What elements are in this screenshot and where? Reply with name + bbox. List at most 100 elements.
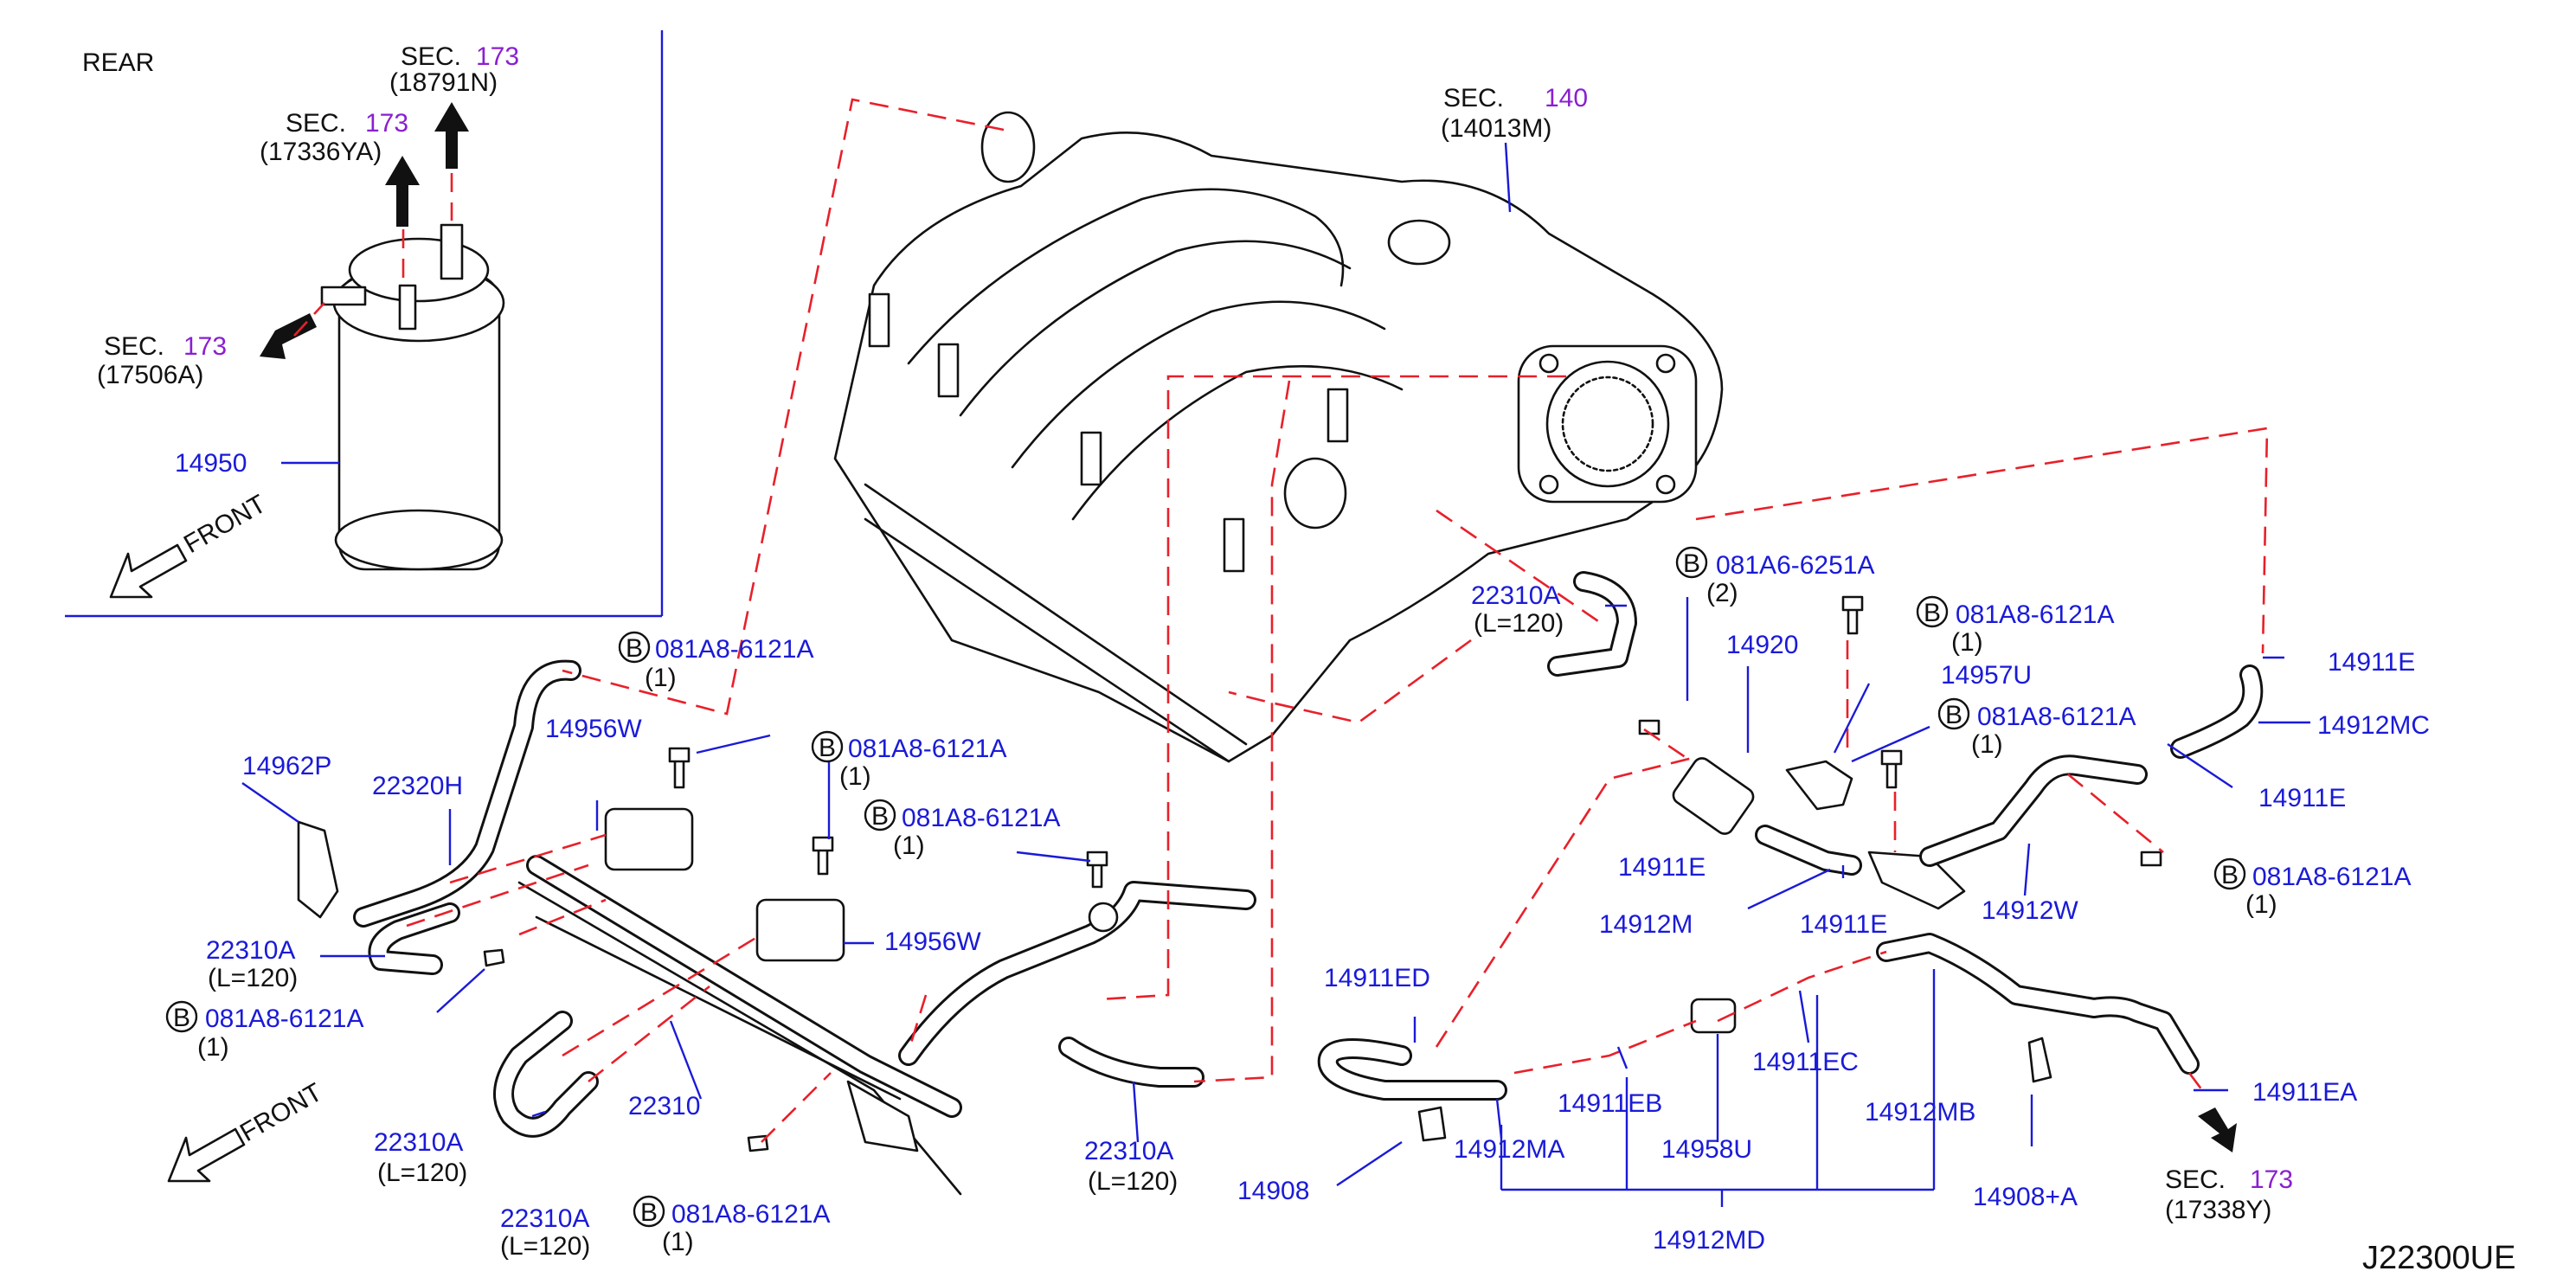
- part-14911E-a: 14911E: [2328, 648, 2415, 677]
- blue-leaders: [241, 142, 2310, 1207]
- part-14911E-c: 14911E: [1618, 853, 1706, 882]
- part-22310A-d: 22310A: [1084, 1137, 1173, 1165]
- rear-label: REAR: [82, 48, 154, 77]
- part-14908: 14908: [1237, 1177, 1309, 1205]
- inset-front-arrow: [109, 543, 188, 599]
- bolt-b-letter: B: [173, 1004, 190, 1032]
- part-14908A: 14908+A: [1973, 1183, 2078, 1211]
- filter-14958U: [1690, 998, 1737, 1034]
- canister-port-top: [440, 223, 464, 280]
- inset-panel: REAR SEC. 173 (18791N) SEC.: [65, 30, 664, 618]
- runner-4: [1071, 365, 1404, 521]
- fuel-rail-1: [864, 483, 1248, 746]
- sec-number-17506A: 173: [183, 332, 227, 361]
- inset-arrow-left-17506A: [260, 313, 317, 359]
- bolt-b-circle: [618, 631, 651, 664]
- solenoid-bracket-illustration: [517, 807, 1256, 1196]
- bolt-b-letter: B: [1945, 701, 1963, 729]
- bolt-quantity: (1): [197, 1033, 229, 1062]
- sec-label-17506A: SEC.: [104, 332, 164, 361]
- part-22310A-e: 22310A: [1471, 581, 1560, 610]
- purge-valve-assembly: [1672, 757, 1966, 910]
- dashed-leaders: [406, 98, 2269, 1143]
- part-14912MB: 14912MB: [1865, 1098, 1975, 1127]
- part-22310A-b-length: (L=120): [377, 1159, 467, 1187]
- throttle-body: [1517, 344, 1698, 504]
- bolt-part-number: 081A8-6121A: [671, 1200, 831, 1229]
- bolt-callout-5: B 081A8-6121A (1): [633, 1195, 831, 1256]
- part-14956W-b: 14956W: [884, 928, 981, 956]
- solenoid-valve-a: [604, 807, 694, 871]
- part-14950: 14950: [175, 449, 247, 478]
- bolt-callout-3: B 081A8-6121A (1): [864, 799, 1061, 860]
- part-14912MC: 14912MC: [2317, 711, 2430, 740]
- sec-number-17336YA: 173: [365, 109, 408, 138]
- manifold-cap: [1387, 219, 1451, 266]
- ref-17338Y: (17338Y): [2165, 1196, 2271, 1224]
- sec-label-14013M: SEC.: [1443, 84, 1504, 112]
- bolt-part-number: 081A8-6121A: [902, 804, 1061, 832]
- bolt-b-letter: B: [819, 734, 836, 762]
- sec-173-arrow-down: [2198, 1107, 2237, 1152]
- bolt-quantity: (1): [2245, 890, 2277, 919]
- part-14920: 14920: [1726, 631, 1798, 659]
- part-22310A-c: 22310A: [500, 1204, 589, 1233]
- part-14957U: 14957U: [1941, 661, 2032, 690]
- sec-label-17338Y: SEC.: [2165, 1165, 2226, 1194]
- bolt-quantity: (1): [645, 664, 677, 692]
- part-14912MD: 14912MD: [1653, 1226, 1765, 1255]
- manifold-port-side: [1283, 457, 1347, 530]
- bolt-b-letter: B: [871, 802, 889, 831]
- bolt-quantity: (1): [893, 831, 925, 860]
- ref-14013M: (14013M): [1441, 114, 1551, 143]
- main-front-arrow: [167, 1127, 246, 1183]
- part-14962P: 14962P: [242, 752, 331, 780]
- part-22310A-a: 22310A: [206, 936, 295, 965]
- part-22310A-d-length: (L=120): [1088, 1167, 1178, 1196]
- bolt-part-number: 081A8-6121A: [655, 635, 814, 664]
- bolt-part-number: 081A8-6121A: [2252, 863, 2412, 891]
- main-front-label: FRONT: [235, 1078, 327, 1147]
- bolt-callout-4: B 081A8-6121A (1): [165, 1000, 364, 1062]
- part-14911EC: 14911EC: [1752, 1048, 1859, 1076]
- bolt-icons: [483, 595, 2162, 1152]
- bolt-part-number: 081A8-6121A: [205, 1005, 364, 1033]
- part-14911E-d: 14911E: [1800, 910, 1887, 939]
- bolt-part-number: 081A8-6121A: [848, 735, 1007, 763]
- part-22310A-b: 22310A: [374, 1128, 463, 1157]
- solenoid-valve-b: [755, 898, 845, 962]
- part-14912M: 14912M: [1599, 910, 1693, 939]
- part-14912MA: 14912MA: [1454, 1135, 1564, 1164]
- part-22310A-a-length: (L=120): [208, 964, 298, 992]
- part-22310: 22310: [628, 1092, 700, 1120]
- runner-3: [1011, 300, 1386, 469]
- canister-base: [334, 509, 504, 571]
- inset-front-label: FRONT: [179, 490, 271, 559]
- bolt-b-letter: B: [2221, 861, 2239, 889]
- sec-label-18791N: SEC.: [401, 42, 461, 71]
- clip-14908: [1417, 1106, 1447, 1142]
- canister-cap: [348, 237, 490, 303]
- bolt-quantity: (1): [662, 1228, 694, 1256]
- part-14911EA: 14911EA: [2252, 1078, 2357, 1107]
- bolt-quantity: (1): [1951, 628, 1983, 657]
- bolt-quantity: (1): [839, 762, 871, 791]
- part-14958U: 14958U: [1661, 1135, 1752, 1164]
- bolt-callout-7: B 081A8-6121A (1): [1916, 595, 2115, 657]
- canister-port-middle: [398, 284, 417, 331]
- ref-18791N: (18791N): [389, 68, 498, 97]
- bracket-14957U: [1785, 760, 1853, 811]
- bolt-callout-9: B 081A8-6121A (1): [2213, 857, 2412, 919]
- sec-number-14013M: 140: [1545, 84, 1588, 112]
- bolt-callout-1: B 081A8-6121A (1): [618, 631, 814, 692]
- part-14956W-a: 14956W: [545, 715, 642, 743]
- canister-illustration: [320, 223, 505, 571]
- bracket-lower: [1867, 851, 1966, 910]
- sec-number-18791N: 173: [476, 42, 519, 71]
- bolt-quantity: (1): [1971, 730, 2003, 759]
- bolt-b-letter: B: [1924, 599, 1941, 627]
- part-14911E-b: 14911E: [2258, 784, 2346, 812]
- clip-14962P: [297, 820, 339, 919]
- canister-port-side: [320, 286, 367, 306]
